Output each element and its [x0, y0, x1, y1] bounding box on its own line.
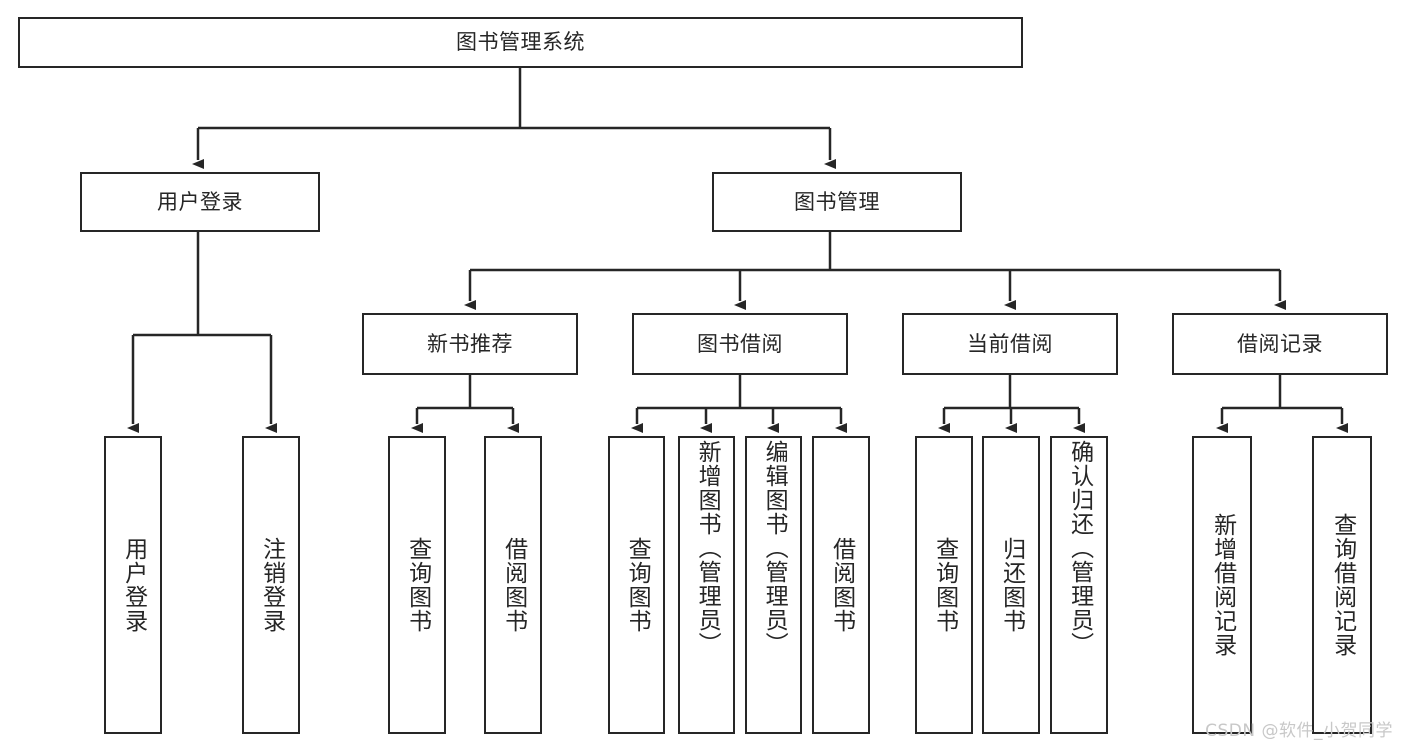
node-leaf-add-borrow-record[interactable]: 新增借阅记录 — [1192, 436, 1252, 734]
node-leaf-add-borrow-record-label: 新增借阅记录 — [1209, 513, 1236, 657]
node-leaf-logout-login-label: 注销登录 — [258, 537, 285, 633]
node-root-label: 图书管理系统 — [456, 30, 585, 55]
node-leaf-add-book-label: 新增图书（管理员） — [694, 440, 721, 656]
node-book-management[interactable]: 图书管理 — [712, 172, 962, 232]
node-leaf-logout-login[interactable]: 注销登录 — [242, 436, 300, 734]
node-leaf-edit-book-label: 编辑图书（管理员） — [761, 440, 788, 656]
node-leaf-return-book[interactable]: 归还图书 — [982, 436, 1040, 734]
node-leaf-query-book-2-label: 查询图书 — [624, 537, 651, 633]
node-leaf-query-book-1[interactable]: 查询图书 — [388, 436, 446, 734]
node-user-login[interactable]: 用户登录 — [80, 172, 320, 232]
node-new-book-recommend-label: 新书推荐 — [427, 331, 513, 356]
node-leaf-query-book-2[interactable]: 查询图书 — [608, 436, 665, 734]
node-leaf-user-login[interactable]: 用户登录 — [104, 436, 162, 734]
node-current-borrow-label: 当前借阅 — [967, 331, 1053, 356]
node-leaf-confirm-return[interactable]: 确认归还（管理员） — [1050, 436, 1108, 734]
node-book-borrow-label: 图书借阅 — [697, 331, 783, 356]
node-leaf-query-borrow-record-label: 查询借阅记录 — [1329, 513, 1356, 657]
node-leaf-borrow-book-1[interactable]: 借阅图书 — [484, 436, 542, 734]
node-borrow-record[interactable]: 借阅记录 — [1172, 313, 1388, 375]
node-leaf-borrow-book-1-label: 借阅图书 — [500, 537, 527, 633]
node-leaf-edit-book[interactable]: 编辑图书（管理员） — [745, 436, 802, 734]
node-leaf-confirm-return-label: 确认归还（管理员） — [1066, 440, 1093, 656]
node-book-management-label: 图书管理 — [794, 189, 880, 214]
node-leaf-borrow-book-2[interactable]: 借阅图书 — [812, 436, 870, 734]
node-leaf-query-book-3[interactable]: 查询图书 — [915, 436, 973, 734]
node-new-book-recommend[interactable]: 新书推荐 — [362, 313, 578, 375]
node-leaf-add-book[interactable]: 新增图书（管理员） — [678, 436, 735, 734]
node-leaf-borrow-book-2-label: 借阅图书 — [828, 537, 855, 633]
node-leaf-query-borrow-record[interactable]: 查询借阅记录 — [1312, 436, 1372, 734]
node-user-login-label: 用户登录 — [157, 189, 243, 214]
node-borrow-record-label: 借阅记录 — [1237, 331, 1323, 356]
node-leaf-return-book-label: 归还图书 — [998, 537, 1025, 633]
node-root[interactable]: 图书管理系统 — [18, 17, 1023, 68]
node-book-borrow[interactable]: 图书借阅 — [632, 313, 848, 375]
node-current-borrow[interactable]: 当前借阅 — [902, 313, 1118, 375]
node-leaf-user-login-label: 用户登录 — [120, 537, 147, 633]
node-leaf-query-book-1-label: 查询图书 — [404, 537, 431, 633]
node-leaf-query-book-3-label: 查询图书 — [931, 537, 958, 633]
